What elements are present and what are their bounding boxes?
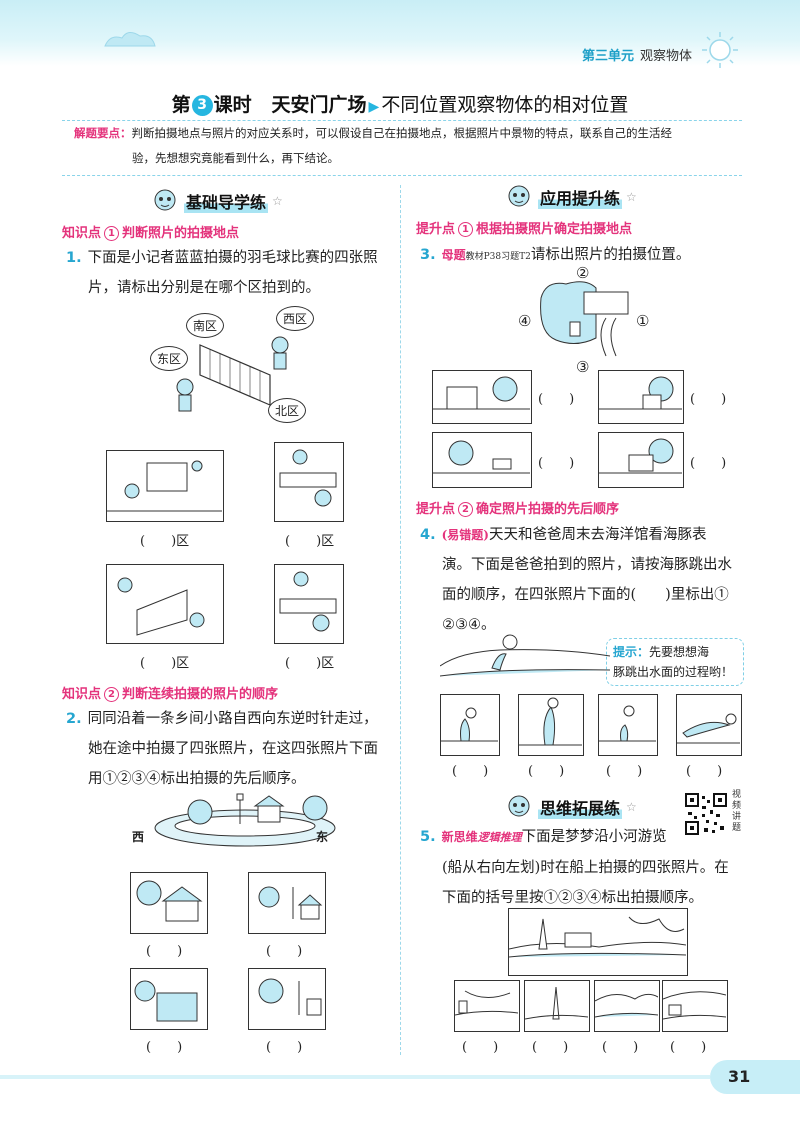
photo-q1-1 [106, 450, 224, 522]
photo-q3-3 [432, 432, 532, 488]
photo-q5-3 [594, 980, 660, 1032]
answer-q4-2[interactable]: ( ) [528, 764, 565, 779]
position-mark-4: ④ [518, 312, 532, 330]
question-3: 3.母题教材P38习题T2请标出照片的拍摄位置。 [420, 247, 691, 263]
photo-q1-4 [274, 564, 344, 644]
answer-q5-4[interactable]: ( ) [670, 1040, 707, 1055]
unit-tag: 第三单元观察物体 [581, 49, 692, 64]
photo-q4-4 [676, 694, 742, 756]
answer-q2-2[interactable]: ( ) [266, 944, 303, 959]
dolphin-pool-illustration [440, 634, 610, 677]
footer-band [0, 1075, 710, 1079]
answer-q1-2[interactable]: ( )区 [285, 534, 335, 549]
qr-caption: 视频讲题 [732, 790, 742, 833]
question-5: 5.新思维逻辑推理下面是梦梦沿小河游览 (船从右向左划)时在船上拍摄的四张照片。… [420, 829, 729, 906]
badminton-court-illustration [176, 336, 289, 412]
photo-q3-2 [598, 370, 684, 424]
position-mark-1: ① [636, 312, 650, 330]
photo-q2-1 [130, 872, 208, 934]
sun-icon [702, 32, 738, 68]
answer-q5-3[interactable]: ( ) [602, 1040, 639, 1055]
question-2: 2.同同沿着一条乡间小路自西向东逆时针走过， 她在途中拍摄了四张照片，在这四张照… [66, 711, 378, 787]
answer-q2-4[interactable]: ( ) [266, 1040, 303, 1055]
hint-box: 提示：先要想想海 豚跳出水面的过程哟！ [606, 638, 744, 686]
column-divider [400, 185, 401, 1055]
question-1: 1.下面是小记者蓝蓝拍摄的羽毛球比赛的四张照 片，请标出分别是在哪个区拍到的。 [66, 250, 378, 296]
section-basic: 基础导学练☆ [150, 186, 283, 216]
question-4: 4.(易错题)天天和爸爸周末去海洋馆看海豚表 演。下面是爸爸拍到的照片，请按海豚… [420, 527, 732, 633]
answer-q3-1[interactable]: ( ) [538, 392, 575, 407]
mascot-icon [154, 189, 176, 211]
answer-q3-4[interactable]: ( ) [690, 456, 727, 471]
q3-map-illustration [540, 281, 629, 357]
photo-q4-3 [598, 694, 658, 756]
photo-q1-3 [106, 564, 224, 644]
photo-q3-4 [598, 432, 684, 488]
photo-q5-2 [524, 980, 590, 1032]
photo-q1-2 [274, 442, 344, 522]
east-label: 东 [316, 830, 329, 844]
answer-q1-1[interactable]: ( )区 [140, 534, 190, 549]
answer-q4-1[interactable]: ( ) [452, 764, 489, 779]
photo-q2-2 [248, 872, 326, 934]
star-icon: ☆ [272, 194, 283, 208]
photo-q3-1 [432, 370, 532, 424]
section-apply: 应用提升练☆ [504, 182, 637, 212]
country-path-illustration [154, 793, 336, 847]
answer-q1-4[interactable]: ( )区 [285, 656, 335, 671]
photo-q4-2 [518, 694, 584, 756]
answer-q2-3[interactable]: ( ) [146, 1040, 183, 1055]
answer-q1-3[interactable]: ( )区 [140, 656, 190, 671]
tips-box: 解题要点：判断拍摄地点与照片的对应关系时，可以假设自己在拍摄地点，根据照片中景物… [62, 120, 742, 176]
photo-q4-1 [440, 694, 500, 756]
region-bubble-east: 东区 [150, 346, 189, 371]
star-icon: ☆ [626, 190, 637, 204]
star-icon: ☆ [626, 800, 637, 814]
answer-q4-4[interactable]: ( ) [686, 764, 723, 779]
region-bubble-north: 北区 [268, 398, 307, 423]
qr-code-icon[interactable] [684, 792, 728, 836]
photo-q2-3 [130, 968, 208, 1030]
region-bubble-south: 南区 [186, 313, 225, 338]
answer-q2-1[interactable]: ( ) [146, 944, 183, 959]
mascot-icon [508, 185, 530, 207]
mascot-icon [508, 795, 530, 817]
photo-q5-1 [454, 980, 520, 1032]
triangle-icon: ▶ [368, 99, 380, 115]
region-bubble-west: 西区 [276, 306, 315, 331]
position-mark-2: ② [576, 264, 590, 282]
answer-q4-3[interactable]: ( ) [606, 764, 643, 779]
answer-q5-2[interactable]: ( ) [532, 1040, 569, 1055]
photo-q2-4 [248, 968, 326, 1030]
river-panorama [508, 908, 688, 976]
answer-q5-1[interactable]: ( ) [462, 1040, 499, 1055]
position-mark-3: ③ [576, 358, 590, 376]
west-label: 西 [132, 830, 145, 844]
page-number: 31 [710, 1060, 800, 1094]
section-extend: 思维拓展练☆ [504, 792, 637, 822]
answer-q3-2[interactable]: ( ) [690, 392, 727, 407]
cloud-icon [104, 32, 156, 47]
answer-q3-3[interactable]: ( ) [538, 456, 575, 471]
photo-q5-4 [662, 980, 728, 1032]
